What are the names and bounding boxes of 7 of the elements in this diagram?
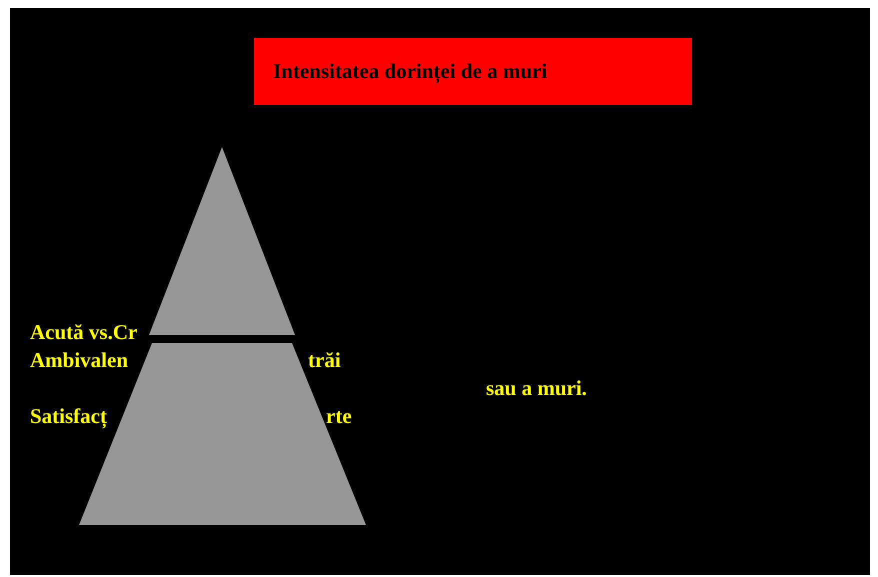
text-fragment: trăi bbox=[308, 350, 341, 371]
title-text: Intensitatea dorinței de a muri bbox=[273, 59, 548, 84]
text-fragment: rte bbox=[326, 406, 352, 427]
text-fragment: Satisfacț bbox=[30, 406, 107, 427]
text-fragment: Ambivalen bbox=[30, 350, 128, 371]
text-fragment: Acută vs.Cr bbox=[30, 322, 138, 343]
text-fragment: sau a muri. bbox=[486, 378, 587, 399]
